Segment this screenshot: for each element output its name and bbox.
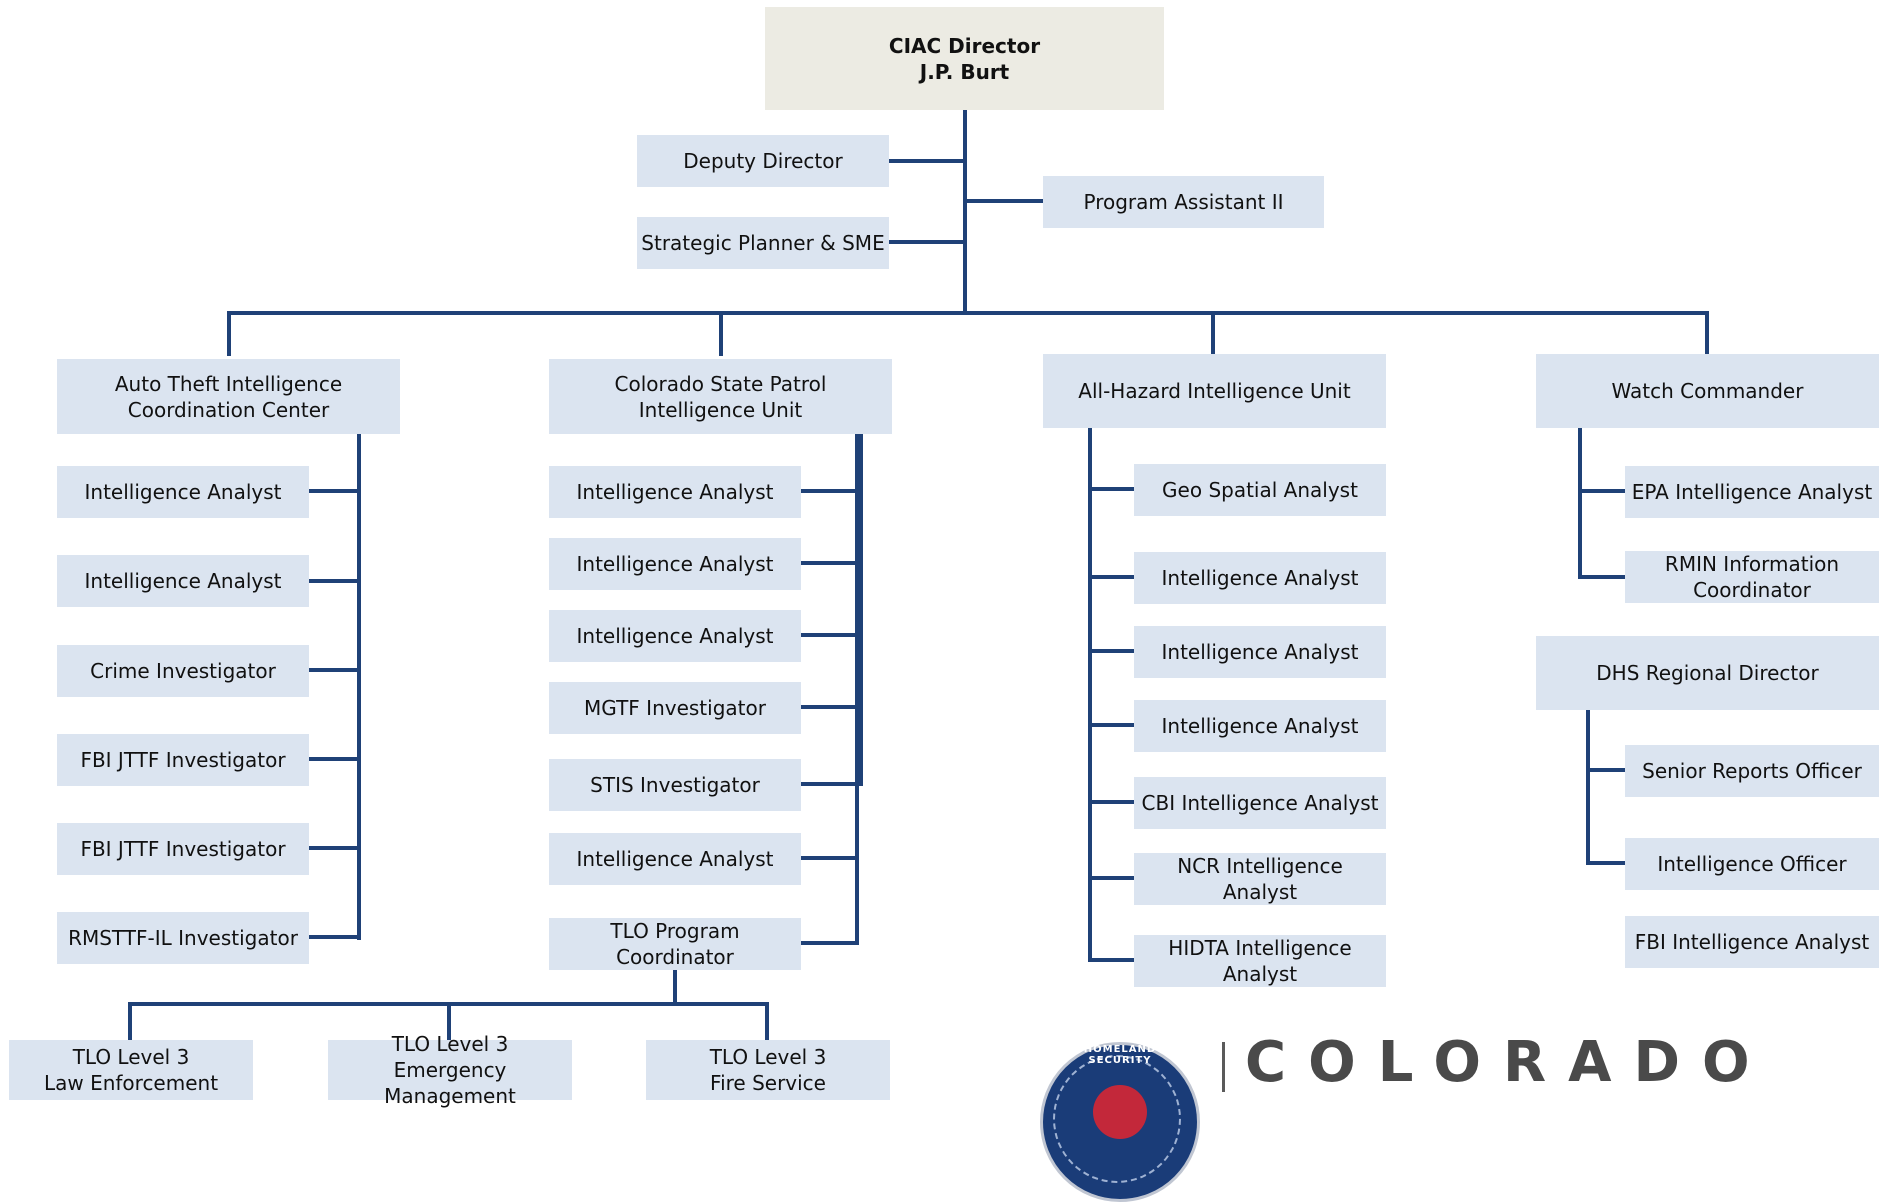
- watch-member: EPA Intelligence Analyst: [1625, 466, 1879, 518]
- connector: [800, 633, 859, 637]
- connector: [1088, 800, 1134, 804]
- connector: [309, 846, 360, 850]
- connector: [1088, 876, 1134, 880]
- connector: [1088, 428, 1092, 962]
- tlo-program-coordinator: TLO Program Coordinator: [549, 918, 801, 970]
- connector: [1586, 768, 1625, 772]
- connector: [1088, 723, 1134, 727]
- connector: [888, 240, 965, 244]
- homeland-security-seal-icon: [1040, 1042, 1200, 1202]
- connector: [309, 579, 360, 583]
- connector: [800, 561, 859, 565]
- director-box: CIAC Director J.P. Burt: [765, 7, 1164, 110]
- connector: [963, 110, 967, 314]
- connector: [1578, 575, 1625, 579]
- colorado-wordmark: COLORADO: [1245, 1030, 1772, 1095]
- connector: [800, 489, 859, 493]
- connector: [1088, 487, 1134, 491]
- connector: [128, 1002, 132, 1040]
- csp-member: Intelligence Analyst: [549, 833, 801, 885]
- auto-theft-member: Crime Investigator: [57, 645, 309, 697]
- connector: [447, 1002, 451, 1040]
- connector: [357, 434, 361, 940]
- dhs-member: Intelligence Officer: [1625, 838, 1879, 890]
- csp-member: Intelligence Analyst: [549, 538, 801, 590]
- unit-dhs: DHS Regional Director: [1536, 636, 1879, 710]
- unit-csp: Colorado State Patrol Intelligence Unit: [549, 359, 892, 434]
- tlo-level-box: TLO Level 3 Emergency Management: [328, 1032, 572, 1108]
- unit-all-hazard: All-Hazard Intelligence Unit: [1043, 354, 1386, 428]
- connector: [673, 968, 677, 1004]
- deputy-director-box: Deputy Director: [637, 135, 889, 187]
- strategic-planner-box: Strategic Planner & SME: [637, 217, 889, 269]
- all-hazard-member: Geo Spatial Analyst: [1134, 464, 1386, 516]
- connector: [1088, 575, 1134, 579]
- connector: [309, 489, 360, 493]
- director-name: J.P. Burt: [919, 59, 1010, 84]
- all-hazard-member: NCR Intelligence Analyst: [1134, 853, 1386, 905]
- connector: [800, 856, 859, 860]
- csp-member: MGTF Investigator: [549, 682, 801, 734]
- director-title: CIAC Director: [888, 33, 1041, 58]
- connector: [309, 668, 360, 672]
- csp-member: Intelligence Analyst: [549, 466, 801, 518]
- tlo-level-box: TLO Level 3 Fire Service: [646, 1040, 890, 1100]
- unit-watch-commander: Watch Commander: [1536, 354, 1879, 428]
- connector: [1578, 428, 1582, 579]
- connector: [1586, 710, 1590, 865]
- fbi-intelligence-analyst: FBI Intelligence Analyst: [1625, 916, 1879, 968]
- connector: [227, 311, 231, 356]
- connector: [1586, 861, 1625, 865]
- connector: [855, 434, 863, 786]
- all-hazard-member: CBI Intelligence Analyst: [1134, 777, 1386, 829]
- connector: [1578, 489, 1625, 493]
- all-hazard-member: Intelligence Analyst: [1134, 552, 1386, 604]
- auto-theft-member: Intelligence Analyst: [57, 555, 309, 607]
- connector: [800, 705, 859, 709]
- connector: [309, 935, 360, 939]
- connector: [309, 757, 360, 761]
- auto-theft-member: FBI JTTF Investigator: [57, 823, 309, 875]
- unit-auto-theft: Auto Theft Intelligence Coordination Cen…: [57, 359, 400, 434]
- connector: [1088, 649, 1134, 653]
- csp-member: STIS Investigator: [549, 759, 801, 811]
- connector: [800, 782, 859, 786]
- connector: [765, 1002, 769, 1040]
- connector: [1088, 958, 1134, 962]
- auto-theft-member: Intelligence Analyst: [57, 466, 309, 518]
- seal-text: HOMELAND SECURITY: [1083, 1044, 1157, 1066]
- connector: [1705, 311, 1709, 354]
- csp-member: Intelligence Analyst: [549, 610, 801, 662]
- connector: [800, 941, 859, 945]
- connector: [888, 159, 965, 163]
- dhs-member: Senior Reports Officer: [1625, 745, 1879, 797]
- connector: [963, 199, 1043, 203]
- all-hazard-member: Intelligence Analyst: [1134, 626, 1386, 678]
- all-hazard-member: HIDTA Intelligence Analyst: [1134, 935, 1386, 987]
- connector: [855, 434, 859, 945]
- org-chart: CIAC Director J.P. Burt Deputy Director …: [9, 7, 1879, 1202]
- connector: [1211, 311, 1215, 354]
- connector: [719, 311, 723, 356]
- connector: [227, 311, 1709, 315]
- all-hazard-member: Intelligence Analyst: [1134, 700, 1386, 752]
- watch-member: RMIN Information Coordinator: [1625, 551, 1879, 603]
- logo-divider: [1222, 1042, 1225, 1092]
- tlo-level-box: TLO Level 3 Law Enforcement: [9, 1040, 253, 1100]
- auto-theft-member: FBI JTTF Investigator: [57, 734, 309, 786]
- program-assistant-box: Program Assistant II: [1043, 176, 1324, 228]
- auto-theft-member: RMSTTF-IL Investigator: [57, 912, 309, 964]
